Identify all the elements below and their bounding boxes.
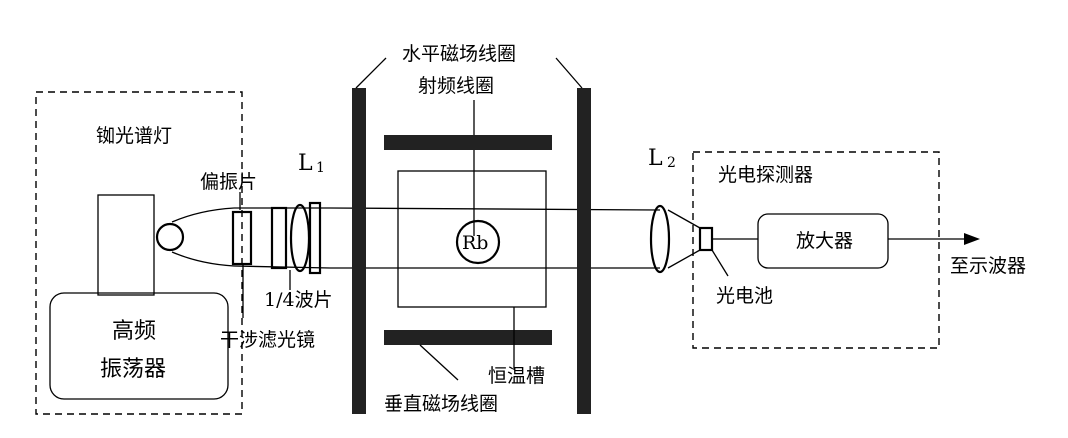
output-arrowhead	[964, 233, 980, 245]
hf-oscillator-label-1: 高频	[112, 319, 156, 344]
thermostat-box	[397, 170, 547, 308]
rb-cell	[455, 219, 501, 265]
h-coil-left-pointer	[355, 57, 387, 89]
h-coil-label: 水平磁场线圈	[402, 43, 516, 65]
lens-l1-sub: 1	[316, 160, 325, 176]
lens-l2-sub: 2	[667, 155, 676, 171]
v-coil-label: 垂直磁场线圈	[384, 393, 498, 415]
to-scope-label: 至示波器	[950, 255, 1026, 277]
rf-coil-label: 射频线圈	[418, 75, 494, 97]
photocell-label: 光电池	[716, 285, 773, 307]
hf-oscillator-label-2: 振荡器	[100, 357, 166, 382]
v-coil-top	[384, 135, 552, 150]
beam-upper-main	[329, 207, 661, 211]
detector-enclosure	[692, 151, 940, 349]
h-coil-left	[352, 88, 366, 414]
h-coil-right-pointer	[555, 57, 583, 89]
beam-converge-lower	[667, 249, 701, 269]
detector-label: 光电探测器	[718, 164, 813, 186]
lamp-bulb	[155, 222, 185, 252]
amplifier-box	[757, 213, 889, 269]
filter-label: 干涉滤光镜	[220, 329, 315, 351]
amplifier-label: 放大器	[796, 230, 853, 252]
quarter-wave-label: 1/4波片	[264, 289, 333, 311]
polarizer	[270, 206, 288, 270]
v-coil-bottom	[384, 330, 552, 345]
v-coil-pointer	[419, 344, 459, 381]
photocell	[698, 226, 714, 252]
rb-cell-label: Rb	[462, 232, 488, 254]
quarter-wave-plate	[308, 201, 322, 275]
polarizer-label: 偏振片	[200, 171, 257, 193]
rb-lamp-label: 铷光谱灯	[96, 125, 172, 147]
rb-lamp-enclosure	[35, 91, 243, 415]
photocell-pointer	[711, 249, 729, 277]
beam-upper-diverge	[171, 207, 235, 223]
interference-filter	[231, 210, 253, 266]
lens-l1-label: L	[298, 151, 313, 176]
thermostat-label: 恒温槽	[488, 365, 545, 387]
lens-l2	[649, 204, 671, 274]
lamp-housing	[97, 194, 155, 296]
beam-converge-upper	[667, 209, 701, 229]
lens-l2-label: L	[648, 146, 663, 171]
h-coil-right	[577, 88, 591, 414]
lens-l1	[289, 203, 311, 273]
beam-lower-diverge	[171, 251, 235, 267]
hf-oscillator-box	[49, 292, 229, 400]
